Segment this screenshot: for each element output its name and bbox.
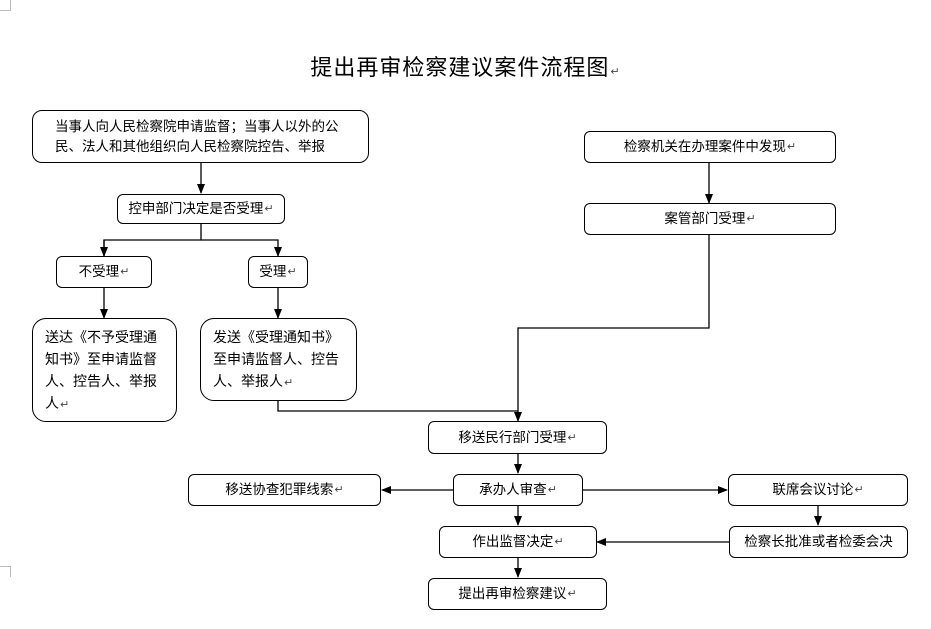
node-chief-approval: 检察长批准或者检委会决 bbox=[729, 526, 908, 558]
crop-mark-top-left bbox=[0, 0, 11, 11]
crop-mark-bottom-left bbox=[0, 566, 11, 577]
node-discovered: 检察机关在办理案件中发现↵ bbox=[584, 131, 836, 163]
edge-split-to-accepted bbox=[201, 239, 282, 257]
node-joint-meeting: 联席会议讨论↵ bbox=[728, 474, 908, 506]
node-supervision-decision: 作出监督决定↵ bbox=[439, 526, 597, 558]
node-not-accepted: 不受理↵ bbox=[56, 256, 152, 288]
node-accepted: 受理↵ bbox=[248, 256, 308, 288]
node-retrial-proposal: 提出再审检察建议↵ bbox=[428, 578, 607, 610]
edge-casemgmt-to-civil bbox=[514, 235, 710, 422]
node-reject-notice: 送达《不予受理通知书》至申请监督人、控告人、举报人↵ bbox=[32, 318, 177, 422]
edge-accept-notice-to-civil bbox=[277, 401, 518, 412]
node-accept-notice: 发送《受理通知书》至申请监督人、控告人、举报人↵ bbox=[200, 318, 357, 401]
edge-dept-split bbox=[103, 224, 202, 256]
node-transfer-clue: 移送协查犯罪线索↵ bbox=[188, 474, 381, 506]
node-handler-review: 承办人审查↵ bbox=[453, 474, 583, 506]
node-civil-dept: 移送民行部门受理↵ bbox=[428, 421, 607, 454]
node-case-mgmt: 案管部门受理↵ bbox=[584, 203, 836, 235]
diagram-title: 提出再审检察建议案件流程图↵ bbox=[310, 56, 621, 81]
node-petition: 当事人向人民检察院申请监督；当事人以外的公民、法人和其他组织向人民检察院控告、举… bbox=[32, 110, 369, 163]
node-complaint-dept: 控申部门决定是否受理↵ bbox=[117, 194, 285, 224]
